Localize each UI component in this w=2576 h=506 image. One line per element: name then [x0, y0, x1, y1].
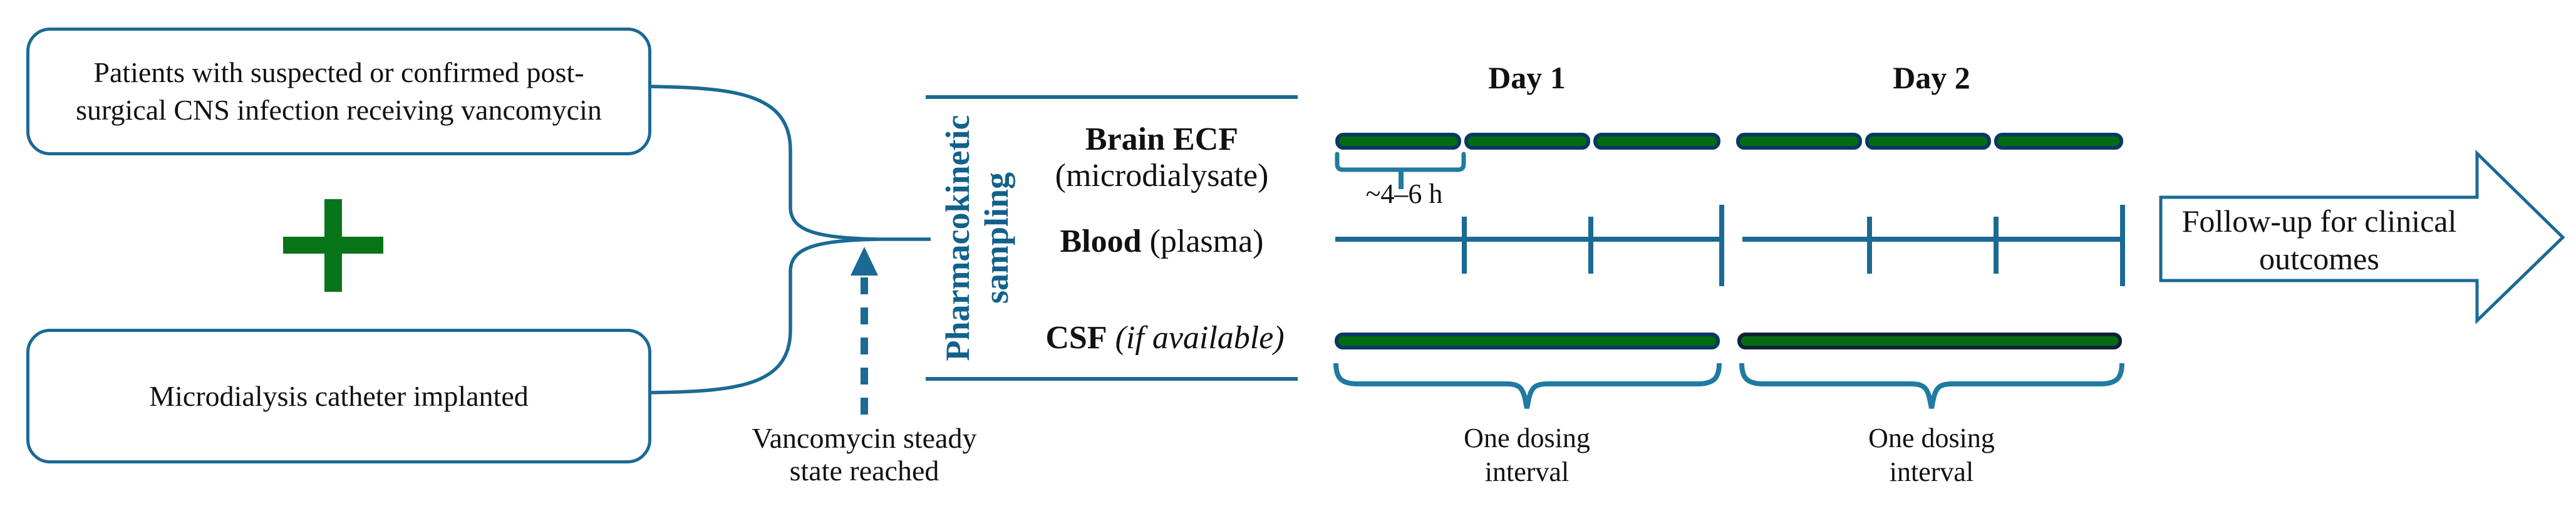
- brain-ecf-sample-bar: [1736, 133, 1862, 150]
- followup-arrow-text: Follow-up for clinical outcomes: [2181, 204, 2457, 276]
- brain-ecf-sample-bar: [1464, 133, 1590, 150]
- steady-state-arrowhead-icon: [851, 247, 878, 276]
- followup-arrow: [2159, 150, 2565, 324]
- csf-sample-bar-day1: [1335, 333, 1720, 349]
- brain-ecf-sample-bar: [1994, 133, 2123, 150]
- curly-brace: [647, 85, 880, 395]
- patients-box-text: Patients with suspected or confirmed pos…: [76, 56, 602, 126]
- dosing-interval-note-day2: One dosing interval: [1868, 423, 1995, 487]
- csf-sample-bar-day2: [1737, 333, 2122, 349]
- day1-header: Day 1: [1488, 60, 1566, 95]
- dosing-interval-note-day1: One dosing interval: [1464, 423, 1590, 487]
- pharmacokinetic-sampling-label: Pharmacokinetic sampling: [939, 115, 1015, 361]
- catheter-box: Microdialysis catheter implanted: [26, 329, 651, 463]
- plus-icon: [283, 199, 383, 292]
- brain-ecf-sample-bar: [1593, 133, 1720, 150]
- brain-ecf-sample-bar: [1865, 133, 1991, 150]
- duration-bracket: [1335, 152, 1466, 172]
- steady-state-note: Vancomycin steady state reached: [752, 422, 977, 487]
- dosing-brace-day1: [1333, 363, 1722, 409]
- dosing-brace-day2: [1739, 363, 2124, 409]
- row-label-csf: CSF (if available): [1045, 320, 1285, 356]
- row-label-brain-ecf: Brain ECF (microdialysate): [1055, 121, 1269, 194]
- catheter-box-text: Microdialysis catheter implanted: [149, 380, 529, 412]
- row-label-blood: Blood (plasma): [1060, 224, 1264, 259]
- patients-box: Patients with suspected or confirmed pos…: [26, 28, 651, 155]
- duration-note: ~4–6 h: [1365, 178, 1443, 209]
- day2-header: Day 2: [1893, 60, 1970, 95]
- brain-ecf-sample-bar: [1335, 133, 1461, 150]
